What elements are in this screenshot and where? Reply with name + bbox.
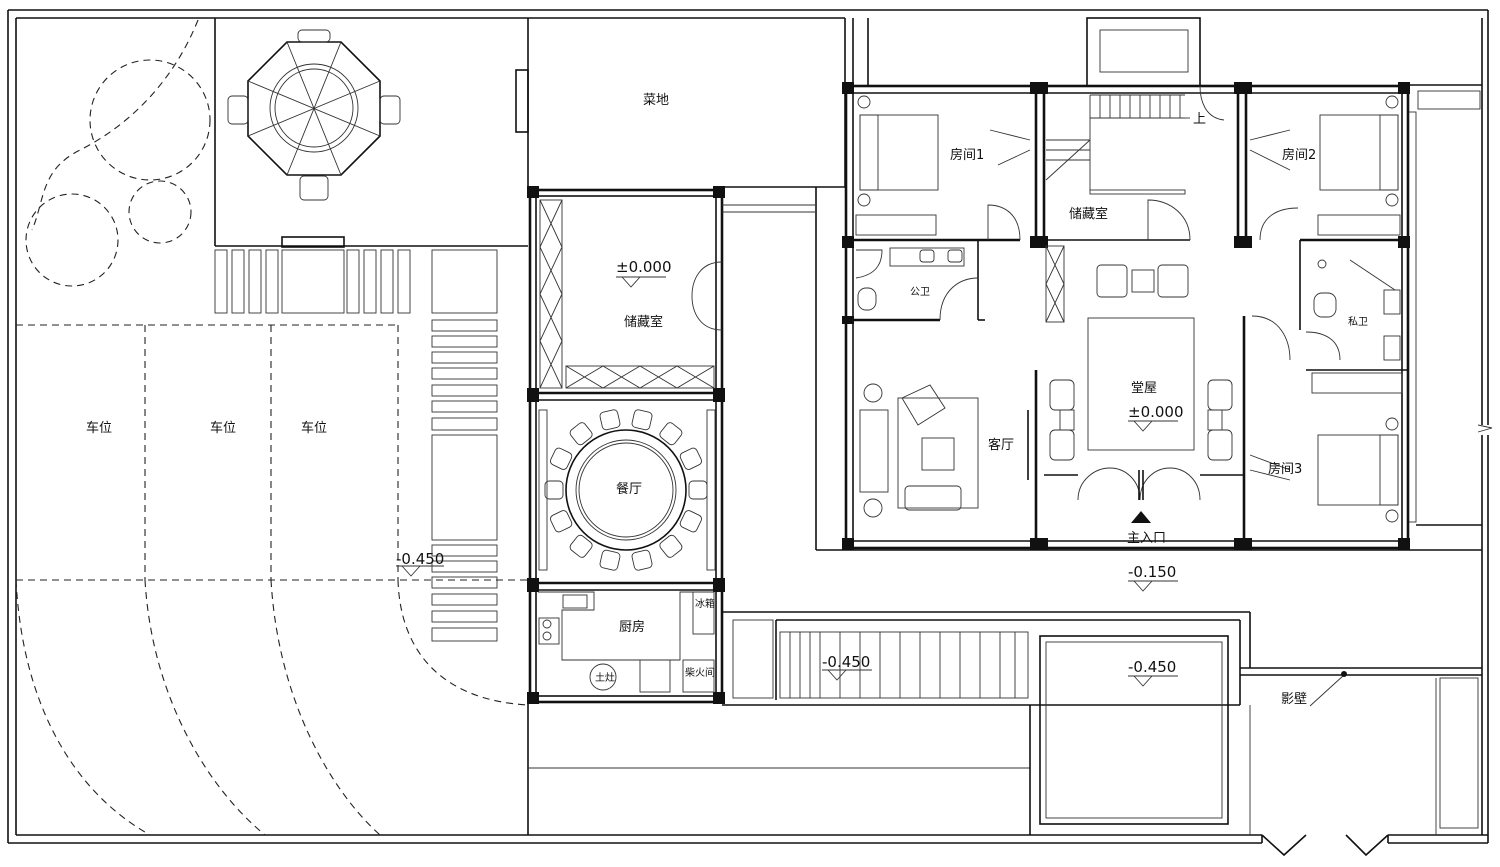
dining-chair — [599, 409, 621, 431]
label-stove: 土灶 — [595, 671, 615, 684]
elevation-storage: ±0.000 — [616, 258, 672, 276]
label-screen-wall: 影壁 — [1281, 692, 1307, 707]
label-dining: 餐厅 — [616, 481, 642, 497]
label-hall: 堂屋 — [1131, 381, 1157, 396]
elevation-pool: -0.450 — [1128, 658, 1176, 676]
beds — [855, 95, 1403, 523]
label-main-entrance: 主入口 — [1127, 531, 1166, 546]
garden — [25, 18, 528, 287]
pavilion-table — [227, 29, 401, 201]
garden-steps — [214, 249, 498, 642]
label-firewood: 柴火间 — [685, 666, 715, 679]
label-living: 客厅 — [988, 437, 1014, 453]
living-furniture — [859, 383, 1029, 518]
dining-chair — [599, 549, 621, 571]
window-rays — [989, 129, 1291, 481]
elevation-yard-left: -0.450 — [396, 550, 444, 568]
hall-furniture — [1049, 264, 1233, 461]
staircase — [1045, 94, 1190, 323]
bathroom-fixtures — [855, 247, 1401, 361]
label-room3: 房间3 — [1268, 461, 1302, 477]
left-wing — [527, 186, 815, 704]
dining-chair — [550, 510, 573, 533]
dining-chair — [550, 447, 573, 470]
label-storage-left: 储藏室 — [624, 314, 663, 330]
label-parking-3: 车位 — [301, 420, 327, 436]
dining-chair — [569, 422, 593, 446]
doors — [939, 85, 1341, 501]
front-yard — [722, 611, 1482, 835]
label-room1: 房间1 — [950, 147, 984, 163]
dining-chair — [659, 422, 683, 446]
dining-chair — [569, 534, 593, 558]
dining-chair — [544, 480, 564, 500]
label-kitchen: 厨房 — [619, 619, 645, 635]
label-room2: 房间2 — [1282, 147, 1316, 163]
label-storage-mid: 储藏室 — [1069, 206, 1108, 222]
label-fridge: 冰箱 — [695, 597, 715, 610]
site-boundary — [7, 9, 1493, 857]
elevation-front: -0.150 — [1128, 563, 1176, 581]
parking-area — [15, 324, 529, 836]
dining-chair — [631, 409, 653, 431]
main-house — [722, 17, 1482, 551]
dining-chair — [679, 510, 702, 533]
label-vegetable-plot: 菜地 — [643, 93, 669, 108]
elevation-hall: ±0.000 — [1128, 403, 1184, 421]
dining-chair — [659, 534, 683, 558]
label-private-wc: 私卫 — [1348, 316, 1368, 328]
label-stair-up: 上 — [1193, 112, 1206, 127]
label-parking-1: 车位 — [86, 420, 112, 436]
dining-chair — [631, 549, 653, 571]
elevation-symbols — [396, 276, 1178, 687]
dining-chair — [688, 480, 708, 500]
label-parking-2: 车位 — [210, 420, 236, 436]
dining-chair — [679, 447, 702, 470]
label-public-wc: 公卫 — [910, 287, 930, 298]
elevation-steps: -0.450 — [822, 653, 870, 671]
